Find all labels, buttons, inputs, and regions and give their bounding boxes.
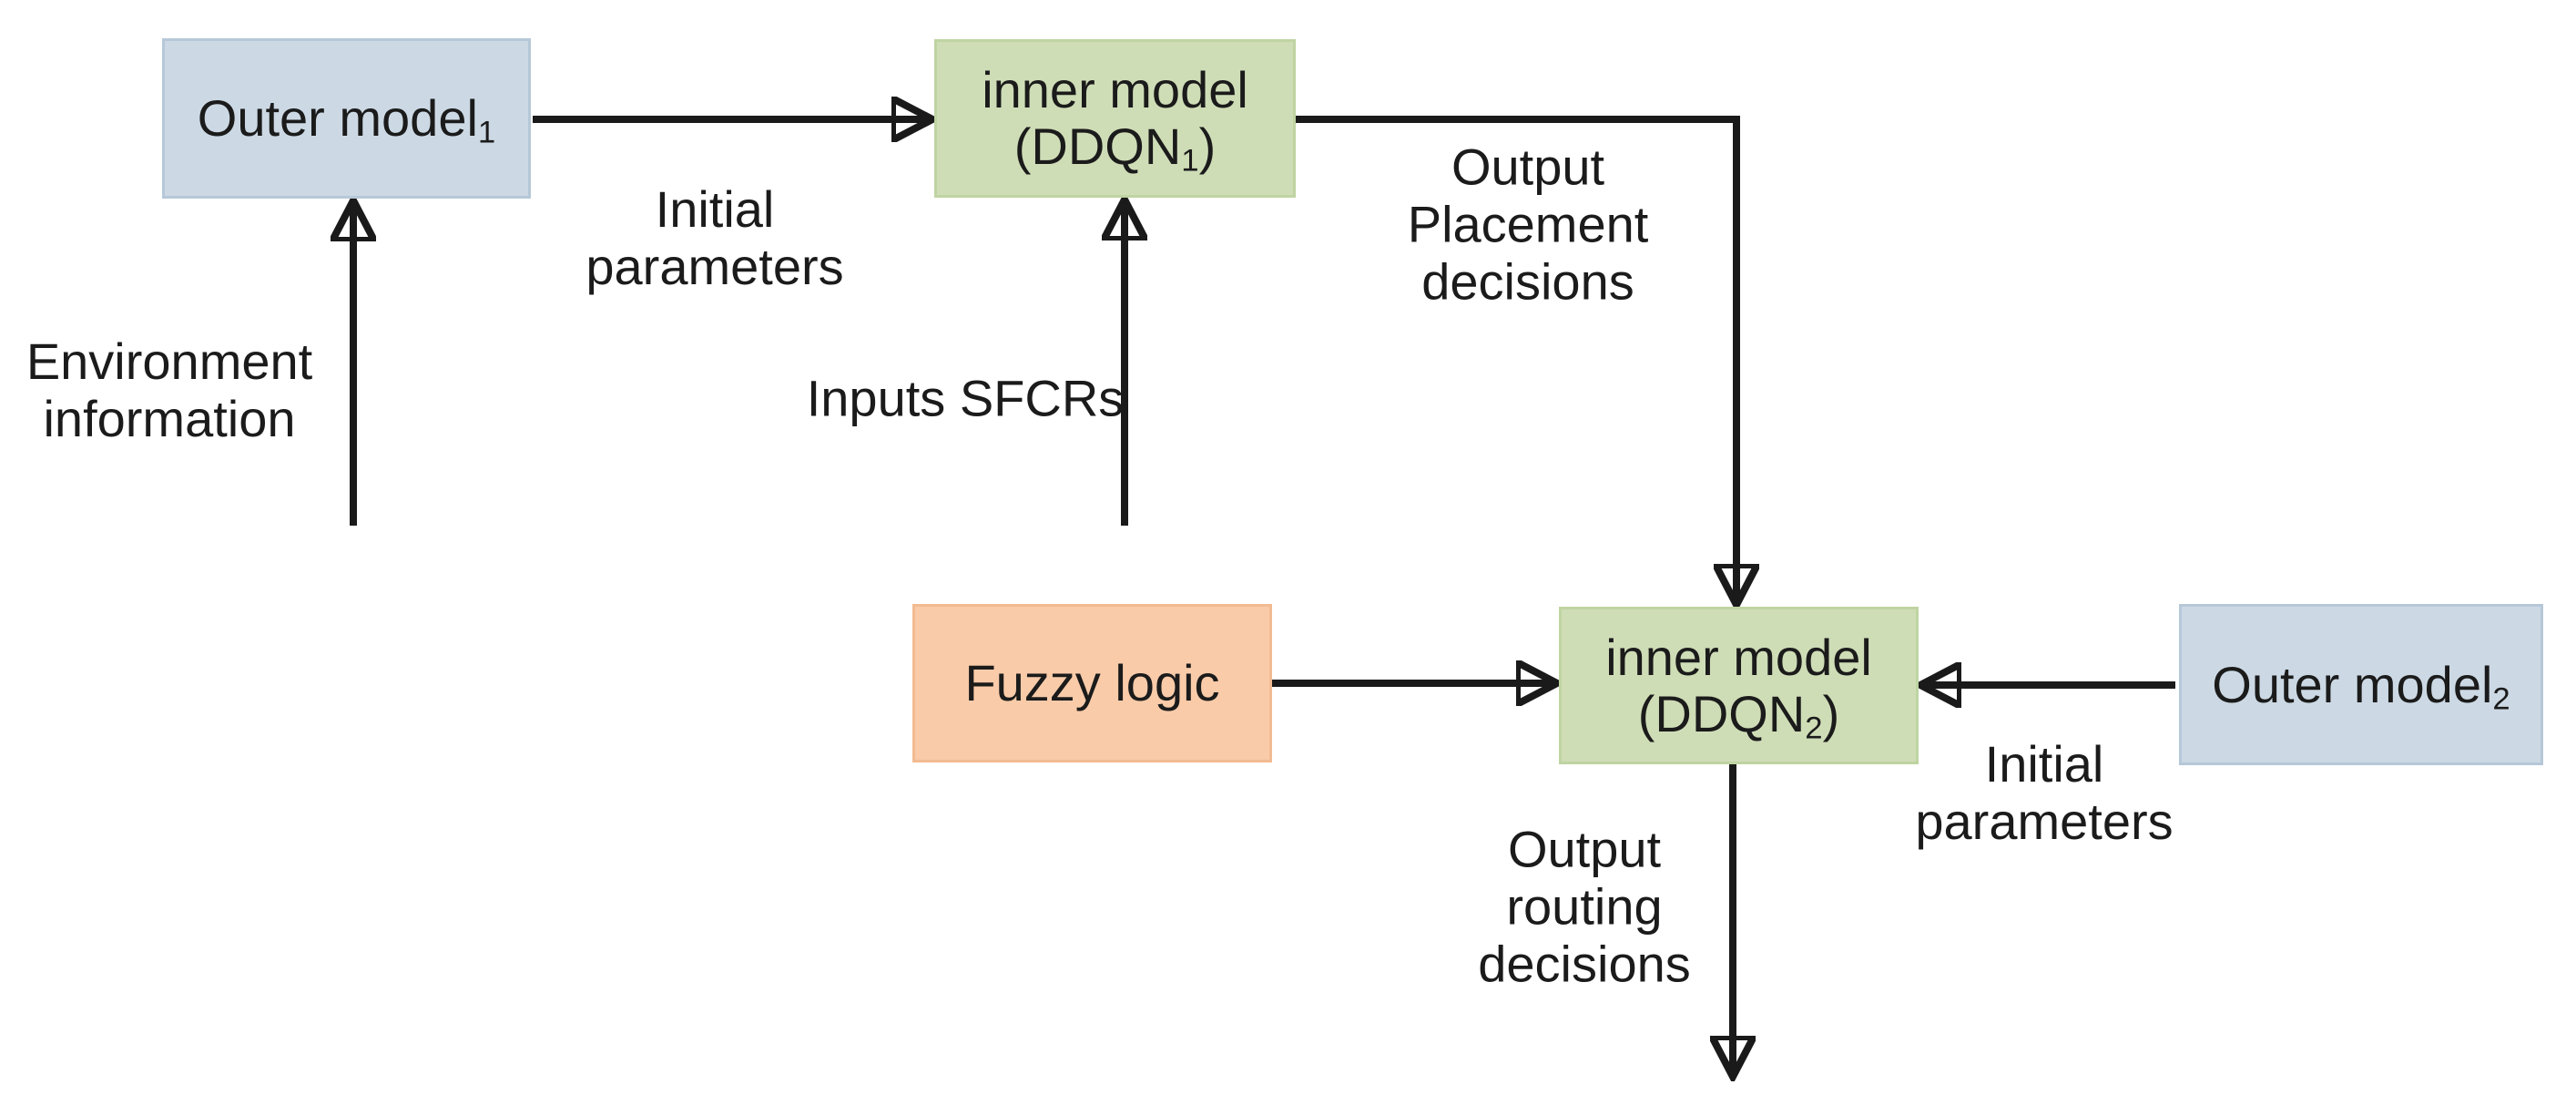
- node-outer-model-2-label: Outer model2: [2212, 655, 2510, 717]
- node-outer-model-2: Outer model2: [2179, 604, 2543, 765]
- node-outer-model-1: Outer model1: [162, 38, 531, 199]
- node-outer-model-1-label: Outer model1: [197, 89, 496, 150]
- label-output-placement-decisions: Output Placement decisions: [1407, 138, 1649, 311]
- label-initial-parameters-1: Initial parameters: [585, 180, 844, 295]
- subscript: 2: [2492, 681, 2510, 717]
- node-inner-model-ddqn2-line2: (DDQN2): [1637, 684, 1840, 746]
- node-inner-model-ddqn2: inner model (DDQN2): [1559, 607, 1919, 764]
- node-inner-model-ddqn1-line1: inner model: [982, 61, 1248, 118]
- node-inner-model-ddqn1-line2: (DDQN1): [1013, 118, 1217, 179]
- node-inner-model-ddqn2-line1: inner model: [1605, 628, 1872, 686]
- node-inner-model-ddqn1: inner model (DDQN1): [934, 39, 1296, 198]
- node-fuzzy-logic-label: Fuzzy logic: [964, 654, 1220, 711]
- label-initial-parameters-2: Initial parameters: [1915, 735, 2174, 850]
- label-output-routing-decisions: Output routing decisions: [1478, 820, 1691, 993]
- label-environment-information: Environment information: [25, 333, 313, 447]
- label-inputs-sfcrs: Inputs SFCRs: [806, 369, 1125, 427]
- subscript: 1: [1181, 143, 1199, 179]
- subscript: 2: [1805, 711, 1823, 746]
- node-fuzzy-logic: Fuzzy logic: [912, 604, 1272, 762]
- subscript: 1: [477, 115, 496, 150]
